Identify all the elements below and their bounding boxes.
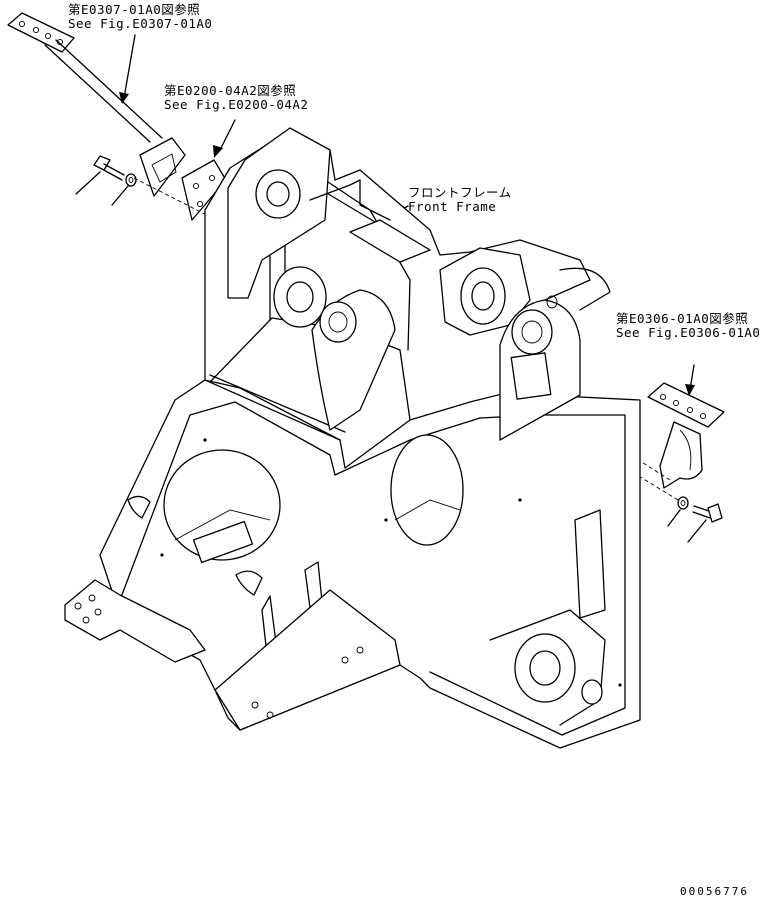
ref-label-e0306-jp: 第E0306-01A0図参照 [616,311,749,326]
ref-label-e0307-en: See Fig.E0307-01A0 [68,16,213,31]
bracket-plate-icon [139,137,186,197]
ref-label-e0200-jp: 第E0200-04A2図参照 [164,83,297,98]
bracket-plate-icon [647,382,725,489]
ref-label-e0200-en: See Fig.E0200-04A2 [164,97,309,112]
ref-label-e0306: 第E0306-01A0図参照 See Fig.E0306-01A0 [616,312,760,340]
ref-label-e0200: 第E0200-04A2図参照 See Fig.E0200-04A2 [164,84,308,112]
part-label-en: Front Frame [408,199,497,214]
part-label-jp: フロントフレーム [408,185,512,200]
front-frame-icon [64,127,641,749]
drawing-part-number: 00056776 [680,885,749,898]
part-label-front-frame: フロントフレーム Front Frame [408,186,512,214]
bracket-plate-icon [181,159,227,221]
bracket-plate-icon [7,12,163,143]
ref-label-e0307-jp: 第E0307-01A0図参照 [68,2,201,17]
washer-icon [667,496,689,527]
ref-label-e0307: 第E0307-01A0図参照 See Fig.E0307-01A0 [68,3,212,31]
ref-label-e0306-en: See Fig.E0306-01A0 [616,325,761,340]
washer-icon [111,173,137,206]
bolt-icon [75,155,125,195]
bolt-icon [687,503,723,543]
